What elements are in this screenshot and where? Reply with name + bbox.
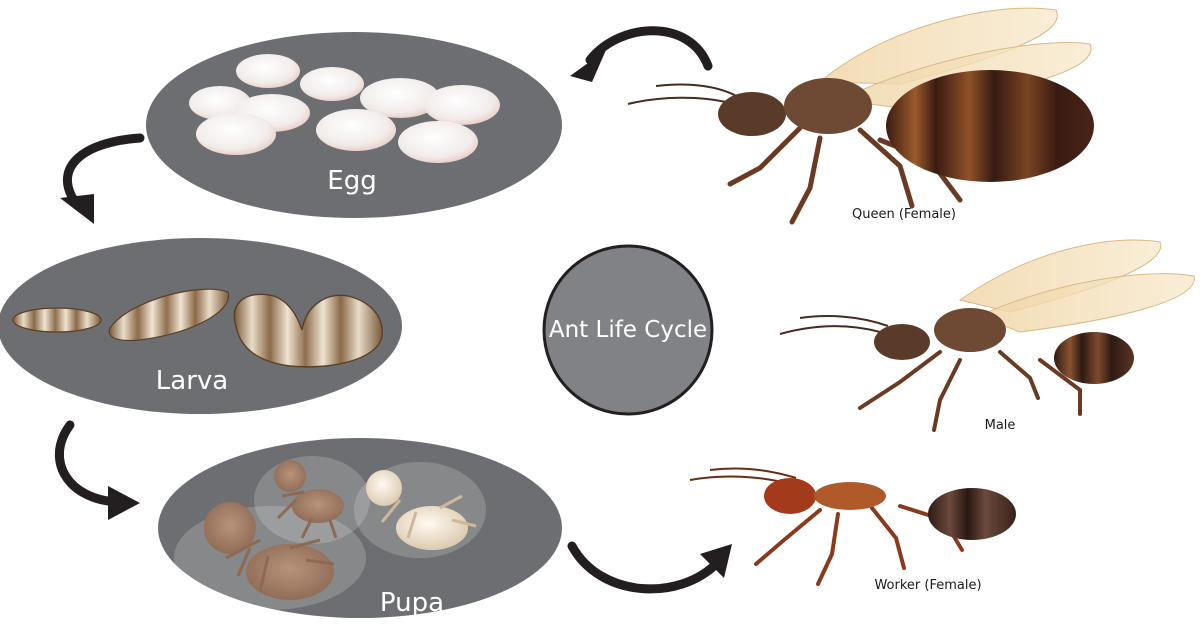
larva-label: Larva — [155, 366, 229, 396]
worker-head — [764, 478, 816, 514]
pupa-brown-large — [204, 502, 335, 600]
egg — [196, 113, 276, 155]
male-label: Male — [984, 418, 1016, 433]
worker-label: Worker (Female) — [874, 578, 982, 593]
larva-stage — [0, 238, 402, 414]
worker-ant-illustration — [689, 467, 1016, 586]
egg — [300, 67, 364, 101]
pupa-pale — [366, 470, 477, 550]
queen-head — [718, 92, 786, 136]
egg — [398, 121, 478, 163]
worker-thorax — [814, 482, 886, 510]
pupa-label: Pupa — [379, 588, 445, 618]
male-abdomen — [1054, 332, 1134, 384]
larva-medium — [108, 288, 230, 342]
larva-large — [233, 293, 383, 368]
egg — [236, 54, 300, 88]
worker-abdomen — [928, 488, 1016, 540]
queen-ant-illustration — [627, 7, 1094, 225]
pupa-brown-top — [274, 460, 344, 539]
male-ant-illustration — [779, 239, 1195, 432]
pupa-stage — [158, 438, 562, 618]
egg — [424, 85, 500, 125]
male-wing — [976, 273, 1195, 333]
queen-abdomen — [886, 70, 1094, 182]
egg-label: Egg — [327, 166, 377, 196]
arrow-queen-to-egg — [570, 26, 713, 82]
larva-small — [12, 307, 102, 333]
diagram-title: Ant Life Cycle — [548, 317, 708, 343]
arrow-egg-to-larva — [60, 133, 145, 224]
male-thorax — [934, 308, 1006, 352]
egg — [316, 109, 396, 151]
larva-stage-circle — [0, 238, 402, 414]
arrow-pupa-to-adults — [567, 541, 732, 594]
male-head — [874, 324, 930, 360]
egg-cluster — [189, 54, 500, 163]
queen-thorax — [784, 78, 872, 134]
queen-label: Queen (Female) — [852, 207, 956, 222]
egg — [360, 78, 440, 118]
arrow-larva-to-pupa — [55, 420, 140, 520]
egg-stage — [146, 32, 562, 218]
center-circle — [542, 244, 714, 416]
